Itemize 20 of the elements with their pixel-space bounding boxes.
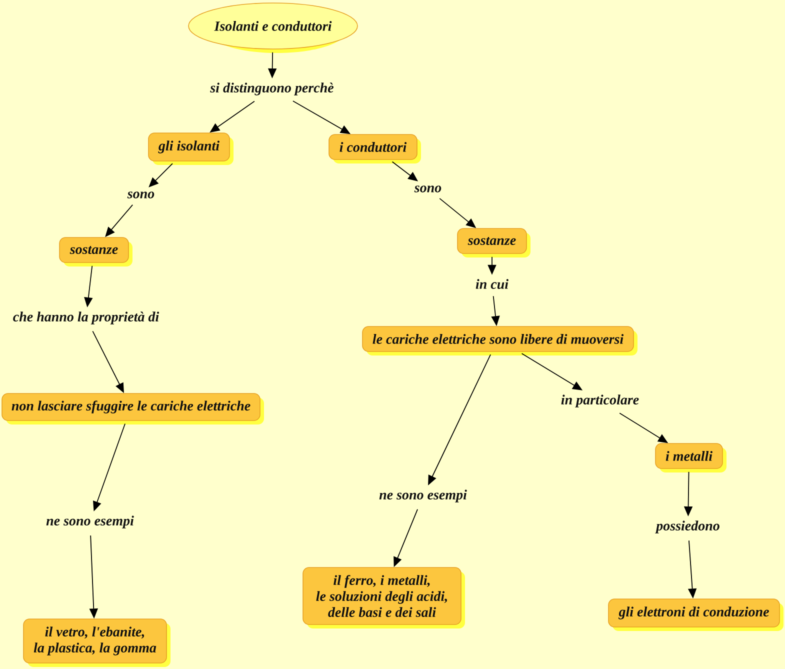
concept-box: non lasciare sfuggire le cariche elettriche (2, 393, 264, 424)
concept-box: sostanze (59, 237, 132, 266)
concept-box: il ferro, i metalli, le soluzioni degli acidi, delle basi e dei sali (302, 567, 465, 628)
concept-box: i conduttori (328, 134, 421, 164)
linking-phrase: in particolare (561, 394, 639, 408)
linking-phrase: possiedono (655, 520, 720, 534)
concept-box: le cariche elettriche sono libere di muoversi (362, 326, 638, 356)
concept-box: gli elettroni di conduzione (608, 598, 784, 631)
concept-box: gli isolanti (148, 132, 234, 165)
concept-box: il vetro, l'ebanite, la plastica, la gomma (23, 618, 170, 667)
linking-phrase: si distinguono perchè (210, 82, 334, 96)
linking-phrase: sono (127, 192, 154, 198)
linking-phrase: che hanno la proprietà di (13, 312, 160, 324)
linking-phrase: ne sono esempi (379, 490, 467, 502)
concept-box: sostanze (457, 228, 530, 258)
linking-phrase: ne sono esempi (46, 516, 134, 528)
concept-box: i metalli (655, 443, 726, 472)
arrow (148, 163, 173, 188)
linking-phrase: in cui (476, 279, 508, 289)
linking-phrase: sono (414, 186, 442, 192)
